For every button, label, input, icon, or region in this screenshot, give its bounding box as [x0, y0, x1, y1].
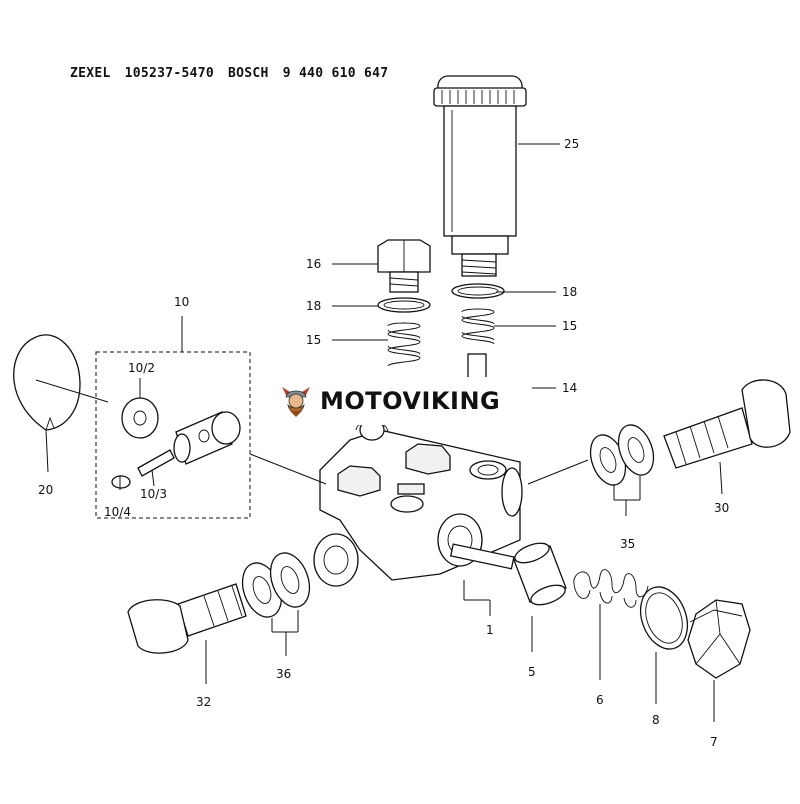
label-15-right: 15	[562, 319, 577, 333]
banjo-bolt-32	[127, 583, 247, 654]
sealing-ring-18-right-inner	[457, 286, 499, 296]
label-25: 25	[564, 137, 579, 151]
label-16: 16	[306, 257, 321, 271]
label-36: 36	[276, 667, 291, 681]
label-30: 30	[714, 501, 729, 515]
header-part-zexel: 105237-5470	[124, 66, 215, 81]
header-brand-zexel: ZEXEL	[70, 66, 111, 81]
label-35: 35	[620, 537, 635, 551]
label-10-3: 10/3	[140, 487, 167, 501]
spring-6	[573, 569, 649, 608]
label-14: 14	[562, 381, 577, 395]
label-5: 5	[528, 665, 536, 679]
label-7: 7	[710, 735, 718, 749]
cap-nut-16	[377, 239, 431, 293]
label-20: 20	[38, 483, 53, 497]
label-10-4: 10/4	[104, 505, 131, 519]
washers-36	[241, 552, 311, 618]
gasket-8	[639, 586, 689, 650]
pin-10-3	[137, 449, 175, 477]
roller-10-4	[111, 475, 131, 489]
snap-ring-20	[13, 334, 81, 431]
banjo-bolt-30	[663, 379, 791, 469]
label-15-left: 15	[306, 333, 321, 347]
tappet-10	[173, 411, 241, 465]
group-box-10	[95, 351, 251, 519]
label-32: 32	[196, 695, 211, 709]
watermark: MOTOVIKING	[270, 377, 532, 425]
sealing-ring-18-right	[451, 283, 505, 299]
part-number-header: ZEXEL 105237-5470 BOSCH 9 440 610 647	[70, 66, 402, 81]
sealing-ring-18-left-inner	[383, 300, 425, 310]
header-brand-bosch: BOSCH	[228, 66, 269, 81]
label-8: 8	[652, 713, 660, 727]
header-part-bosch: 9 440 610 647	[282, 66, 389, 81]
sleeve-5	[513, 542, 567, 606]
primer-pump-25	[433, 75, 527, 277]
label-18-right: 18	[562, 285, 577, 299]
viking-warrior-icon	[282, 387, 310, 417]
watermark-text: MOTOVIKING	[320, 387, 501, 415]
spring-15-left	[387, 322, 421, 367]
label-1: 1	[486, 623, 494, 637]
spacer-10-2	[121, 397, 159, 439]
hex-plug-7	[687, 599, 751, 679]
sealing-ring-18-left	[377, 297, 431, 313]
label-18-left: 18	[306, 299, 321, 313]
label-10-2: 10/2	[128, 361, 155, 375]
label-10: 10	[174, 295, 189, 309]
washers-35	[589, 424, 655, 486]
label-6: 6	[596, 693, 604, 707]
spring-15-right	[461, 308, 495, 345]
pump-body-1	[313, 419, 523, 587]
